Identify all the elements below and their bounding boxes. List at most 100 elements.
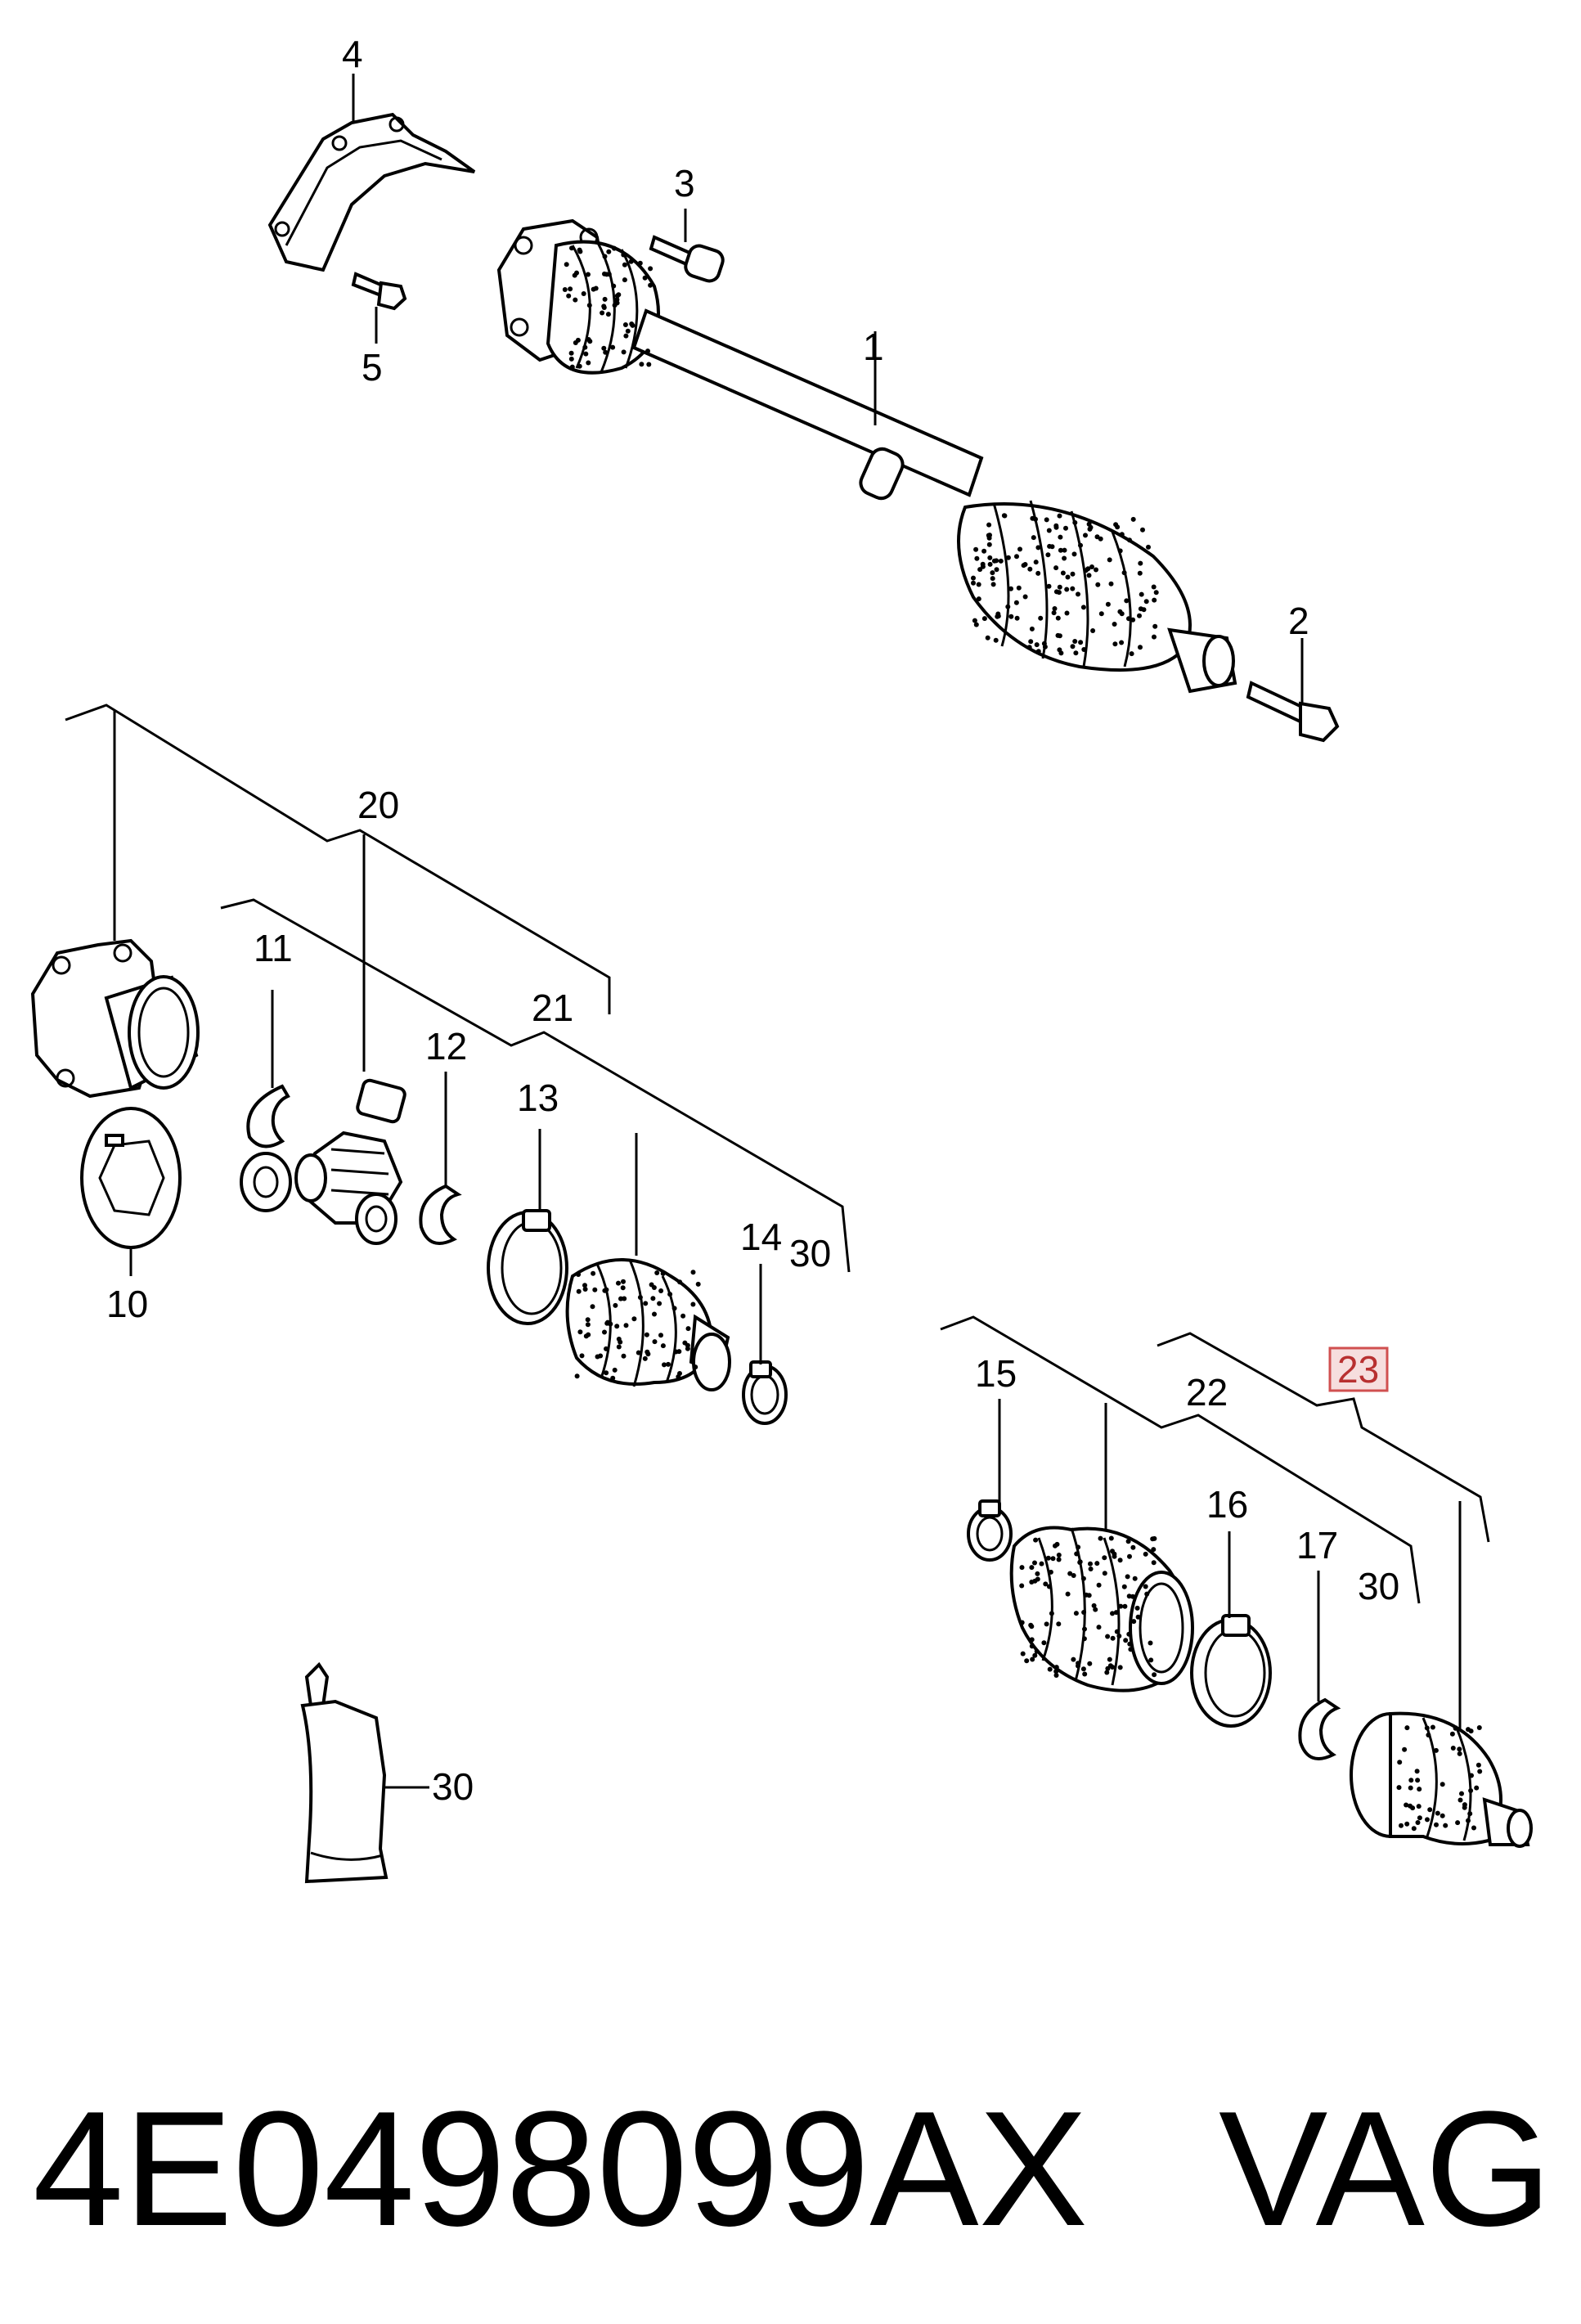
boot-dot xyxy=(1131,1619,1137,1625)
boot-dot xyxy=(1152,634,1157,640)
boot-dot xyxy=(643,1301,649,1306)
boot-dot xyxy=(654,1270,660,1275)
boot-dot xyxy=(1019,1583,1025,1589)
boot-dot xyxy=(1152,597,1157,603)
boot-dot xyxy=(612,1367,618,1373)
boot-dot xyxy=(611,283,617,289)
boot-dot xyxy=(671,1306,677,1311)
boot-dot xyxy=(1052,606,1058,611)
boot-dot xyxy=(1150,1536,1156,1542)
boot-dot xyxy=(1058,547,1063,553)
boot-dot xyxy=(1123,1638,1129,1643)
boot-dot xyxy=(616,292,622,298)
boot-dot xyxy=(590,1304,595,1310)
boot-dot xyxy=(1026,645,1032,650)
boot-dot xyxy=(1130,617,1136,623)
boot-dot xyxy=(652,1339,658,1345)
boot-dot xyxy=(1035,1576,1040,1582)
boot-dot xyxy=(1083,533,1088,538)
boot-dot xyxy=(616,1280,621,1286)
boot-dot xyxy=(1048,1569,1053,1575)
boot-dot xyxy=(1144,1591,1150,1597)
boot-dot xyxy=(1143,599,1149,605)
boot-dot xyxy=(577,1329,583,1335)
boot-dot xyxy=(604,1346,609,1351)
boot-dot xyxy=(623,1323,629,1328)
boot-dot xyxy=(1110,1665,1116,1670)
boot-dot xyxy=(1034,642,1040,648)
boot-dot xyxy=(1116,1634,1122,1638)
boot-dot xyxy=(695,1281,701,1287)
boot-dot xyxy=(573,297,578,303)
boot-dot xyxy=(651,1285,657,1290)
boot-dot xyxy=(1128,1647,1134,1652)
boot-dot xyxy=(1022,562,1028,567)
boot-dot xyxy=(1127,537,1132,543)
boot-dot xyxy=(1143,1584,1148,1589)
boot-dot xyxy=(636,1350,641,1355)
boot-dot xyxy=(1084,1592,1089,1598)
boot-dot xyxy=(1135,1614,1141,1620)
boot-dot xyxy=(1469,1773,1474,1778)
boot-dot xyxy=(1064,610,1070,616)
boot-dot xyxy=(1414,1769,1420,1774)
boot-dot xyxy=(1070,644,1076,650)
boot-dot xyxy=(998,558,1004,564)
boot-dot xyxy=(1104,1670,1110,1675)
boot-dot xyxy=(637,1295,643,1300)
part-number: 4E0498099AX xyxy=(33,2078,1088,2260)
boot-dot xyxy=(1125,1574,1130,1580)
highlight-box-23 xyxy=(1328,1346,1389,1392)
boot-dot xyxy=(583,1333,589,1339)
boot-dot xyxy=(1090,628,1096,633)
boot-dot xyxy=(1127,1553,1132,1559)
boot-dot xyxy=(621,1353,627,1359)
boot-dot xyxy=(1047,1666,1053,1672)
drive-shaft-part-1 xyxy=(496,218,1237,694)
boot-dot xyxy=(1404,1802,1409,1808)
boot-dot xyxy=(1453,1725,1458,1731)
boot-dot xyxy=(1081,647,1087,652)
boot-dot xyxy=(1057,584,1062,590)
boot-dot xyxy=(987,561,993,567)
boot-dot xyxy=(1449,1731,1455,1737)
boot-dot xyxy=(586,272,591,277)
boot-dot xyxy=(1475,1762,1481,1768)
boot-dot xyxy=(646,362,652,367)
boot-dot xyxy=(1471,1825,1476,1831)
boot-dot xyxy=(1081,1610,1087,1615)
boot-dot xyxy=(1416,1804,1422,1809)
boot-dot xyxy=(985,635,990,641)
boot-dot xyxy=(604,1287,609,1292)
callout-5: 5 xyxy=(362,346,383,389)
boot-dot xyxy=(610,1375,616,1381)
boot-dot xyxy=(1046,1584,1052,1589)
boot-dot xyxy=(1108,1535,1114,1541)
boot-dot xyxy=(1399,1823,1404,1828)
boot-dot xyxy=(1035,570,1041,576)
boot-dot xyxy=(618,1296,623,1301)
boot-dot xyxy=(618,1339,623,1345)
boot-dot xyxy=(1410,1805,1416,1811)
boot-dot xyxy=(1087,526,1093,532)
boot-dot xyxy=(986,522,992,528)
boot-dot xyxy=(1062,555,1067,561)
boot-dot xyxy=(1057,513,1062,519)
boot-dot xyxy=(577,363,582,369)
boot-dot xyxy=(612,245,617,251)
boot-dot xyxy=(585,1322,591,1328)
boot-dot xyxy=(579,1353,585,1359)
callout-15: 15 xyxy=(975,1352,1017,1395)
boot-dot xyxy=(622,1296,627,1301)
callout-22: 22 xyxy=(1186,1371,1228,1414)
boot-dot xyxy=(981,548,987,554)
boot-dot xyxy=(1071,551,1077,557)
boot-dot xyxy=(1070,571,1076,577)
boot-dot xyxy=(600,310,605,316)
boot-dot xyxy=(1134,1605,1140,1611)
boot-dot xyxy=(586,337,591,342)
boot-dot xyxy=(1091,1603,1097,1608)
boot-dot xyxy=(1087,1661,1093,1666)
boot-dot xyxy=(1119,532,1125,537)
boot-dot xyxy=(1008,614,1014,619)
